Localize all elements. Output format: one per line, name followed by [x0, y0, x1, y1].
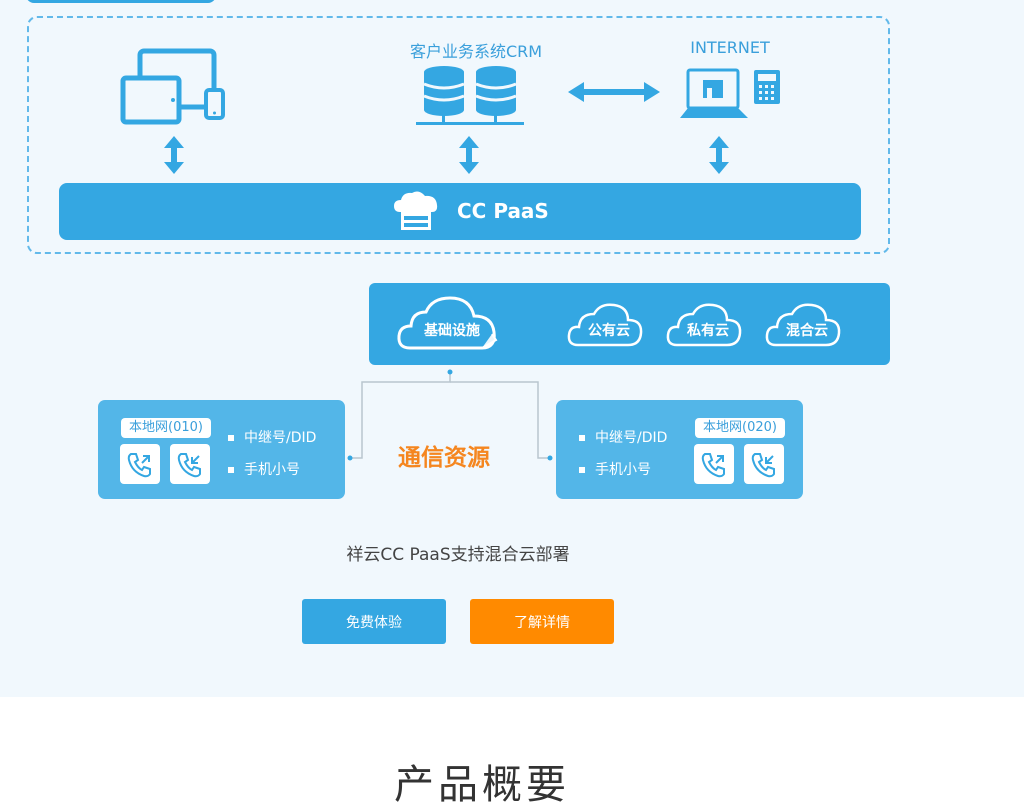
database-icon	[416, 66, 524, 125]
cloud-server-icon	[394, 191, 438, 230]
crm-label: 客户业务系统CRM	[409, 42, 543, 61]
vertical-arrow-icon	[459, 136, 479, 174]
main-cloud-icon	[397, 296, 498, 350]
learn-more-button[interactable]: 了解详情	[470, 599, 614, 644]
cloud-icon	[567, 303, 643, 347]
vertical-arrow-icon	[709, 136, 729, 174]
local-network-badge: 本地网(010)	[121, 418, 211, 438]
mobile-number-item: 手机小号	[579, 459, 651, 479]
cloud-icon	[666, 303, 742, 347]
cc-paas-bar	[59, 183, 861, 240]
communication-resources-title: 通信资源	[398, 445, 490, 471]
public-cloud-label: 公有云	[588, 323, 630, 339]
laptop-phone-icon	[680, 68, 780, 118]
cloud-icon	[765, 303, 841, 347]
mobile-number-item: 手机小号	[228, 459, 300, 479]
local-network-badge: 本地网(020)	[695, 418, 785, 438]
top-tab-decoration	[26, 0, 216, 3]
connector-lines	[347, 369, 553, 461]
vertical-arrow-icon	[164, 136, 184, 174]
trunk-number-item: 中继号/DID	[579, 427, 667, 447]
architecture-section: 客户业务系统CRM INTERNET	[0, 0, 1024, 697]
private-cloud-label: 私有云	[687, 323, 729, 339]
cc-paas-label: CC PaaS	[457, 199, 549, 223]
infrastructure-bar	[369, 283, 890, 365]
outgoing-call-icon	[170, 444, 210, 484]
hybrid-cloud-label: 混合云	[786, 323, 828, 339]
trunk-number-item: 中继号/DID	[228, 427, 316, 447]
incoming-call-icon	[120, 444, 160, 484]
next-section-heading: 产品概要	[394, 762, 570, 808]
diagram-caption: 祥云CC PaaS支持混合云部署	[346, 545, 570, 565]
devices-icon	[120, 48, 225, 125]
infrastructure-label: 基础设施	[424, 323, 480, 339]
free-trial-button[interactable]: 免费体验	[302, 599, 446, 644]
incoming-call-icon	[694, 444, 734, 484]
horizontal-arrow-icon	[568, 82, 660, 102]
internet-label: INTERNET	[690, 38, 770, 57]
platform-boundary	[27, 16, 890, 254]
outgoing-call-icon	[744, 444, 784, 484]
